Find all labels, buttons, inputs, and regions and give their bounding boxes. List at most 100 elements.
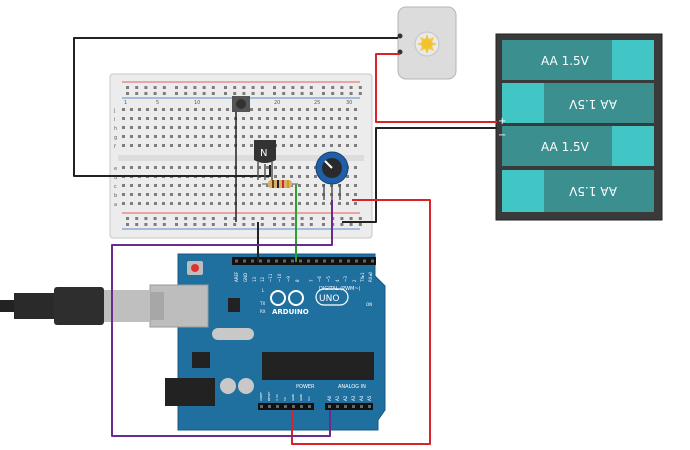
header-pin [352, 405, 355, 408]
battery-cell: AA 1.5V [502, 40, 654, 80]
breadboard-hole [349, 92, 353, 95]
battery-cell-label: AA 1.5V [568, 97, 617, 111]
breadboard-hole [314, 184, 317, 187]
breadboard-hole [135, 217, 139, 220]
header-pin [292, 405, 295, 408]
breadboard-hole [233, 86, 237, 89]
breadboard-hole [346, 135, 349, 138]
battery-cell-label: AA 1.5V [568, 184, 617, 198]
breadboard-hole [306, 135, 309, 138]
breadboard-hole [226, 144, 229, 147]
breadboard-hole [186, 135, 189, 138]
breadboard-hole [346, 193, 349, 196]
header-pin [259, 259, 262, 263]
breadboard-hole [226, 135, 229, 138]
breadboard-hole [218, 144, 221, 147]
pin-label: 12 [260, 276, 265, 282]
breadboard-hole [194, 166, 197, 169]
breadboard-hole [218, 126, 221, 129]
breadboard: j i h g f e d c b a 1 5 10 15 20 25 30 [109, 73, 373, 239]
header-pin [331, 259, 334, 263]
header-pin [307, 259, 310, 263]
breadboard-hole [226, 126, 229, 129]
header-pin [275, 259, 278, 263]
breadboard-hole [193, 86, 197, 89]
arduino-uno-board[interactable]: AREF GND 13 12 ~11 ~10 ~9 8 7 ~6 ~5 4 ~3… [149, 253, 386, 431]
breadboard-hole [170, 108, 173, 111]
push-button[interactable] [232, 96, 250, 112]
breadboard-hole [242, 144, 245, 147]
breadboard-hole [250, 202, 253, 205]
breadboard-hole [309, 92, 313, 95]
breadboard-hole [306, 202, 309, 205]
breadboard-hole [298, 135, 301, 138]
breadboard-row-letters: j i h g f e d c b a [113, 108, 117, 208]
breadboard-hole [193, 217, 197, 220]
breadboard-hole [354, 193, 357, 196]
breadboard-hole [358, 86, 362, 89]
breadboard-hole [211, 86, 215, 89]
breadboard-hole [274, 108, 277, 111]
breadboard-hole [154, 135, 157, 138]
breadboard-hole [306, 184, 309, 187]
header-pin [368, 405, 371, 408]
breadboard-hole [162, 92, 166, 95]
breadboard-hole [170, 135, 173, 138]
battery-pack[interactable]: AA 1.5V AA 1.5V AA 1.5V AA 1.5V + − [495, 33, 663, 221]
breadboard-hole [251, 86, 255, 89]
breadboard-hole [194, 117, 197, 120]
breadboard-hole [144, 92, 148, 95]
header-pin [291, 259, 294, 263]
breadboard-hole [291, 92, 295, 95]
breadboard-hole [178, 193, 181, 196]
breadboard-hole [178, 126, 181, 129]
breadboard-hole [250, 108, 253, 111]
header-pin [308, 405, 311, 408]
arduino-logo-text: ARDUINO [272, 308, 309, 316]
breadboard-hole [300, 92, 304, 95]
breadboard-hole [146, 135, 149, 138]
pin-label: ~3 [343, 276, 348, 282]
breadboard-hole [170, 193, 173, 196]
breadboard-hole [202, 184, 205, 187]
breadboard-hole [186, 126, 189, 129]
breadboard-hole [194, 193, 197, 196]
breadboard-hole [258, 117, 261, 120]
breadboard-hole [273, 223, 276, 226]
breadboard-hole [258, 202, 261, 205]
breadboard-hole [202, 166, 205, 169]
breadboard-hole [266, 108, 269, 111]
breadboard-hole [354, 117, 357, 120]
breadboard-hole [290, 175, 293, 178]
breadboard-hole [338, 202, 341, 205]
breadboard-hole [154, 166, 157, 169]
header-pin [315, 259, 318, 263]
breadboard-hole [274, 126, 277, 129]
breadboard-hole [162, 193, 165, 196]
header-pin [276, 405, 279, 408]
wire-red [291, 199, 431, 445]
breadboard-hole [300, 223, 304, 226]
dc-motor[interactable] [397, 6, 457, 80]
battery-cell: AA 1.5V [502, 83, 654, 123]
potentiometer[interactable] [315, 151, 349, 200]
power-jack [165, 378, 215, 406]
breadboard-hole [322, 135, 325, 138]
breadboard-hole [322, 217, 325, 220]
breadboard-hole [354, 175, 357, 178]
header-pin [243, 259, 246, 263]
breadboard-hole [282, 135, 285, 138]
breadboard-hole [349, 86, 353, 89]
l-led-label: L [262, 288, 265, 293]
pin-label: 5V [283, 396, 287, 401]
breadboard-hole [290, 193, 293, 196]
capacitor [238, 378, 254, 394]
header-pin [283, 259, 286, 263]
breadboard-hole [322, 126, 325, 129]
pin-label: A2 [343, 395, 348, 401]
breadboard-hole [210, 166, 213, 169]
pin-label: Vin [307, 396, 311, 401]
breadboard-hole [218, 184, 221, 187]
breadboard-hole [186, 117, 189, 120]
breadboard-hole [331, 92, 335, 95]
